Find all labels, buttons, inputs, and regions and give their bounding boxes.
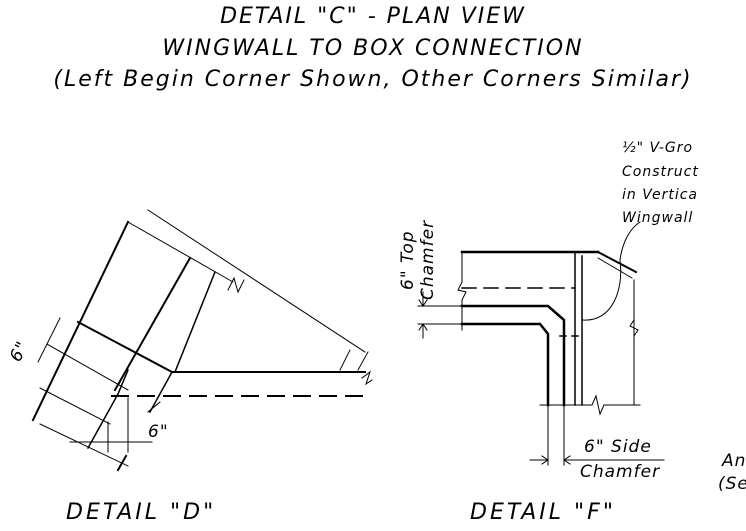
detail-f-inner-corner [460, 304, 566, 407]
detail-f-arrowhead-3 [541, 455, 549, 465]
detail-d-dim-ext-1 [37, 317, 61, 363]
detail-d-dim-line [46, 343, 129, 391]
detail-d-dim-end [116, 454, 128, 472]
detail-d-chamfer-short [117, 369, 129, 395]
detail-d-extension-line [147, 209, 366, 353]
detail-d-chamfer-line [148, 370, 174, 414]
detail-d-inner-lower [86, 392, 120, 450]
detail-f-top-chamfer [596, 250, 638, 274]
detail-d-dim-line-2 [39, 387, 111, 425]
detail-d-caption: DETAIL "D" [66, 500, 217, 525]
detail-f-linework [417, 221, 665, 466]
note-line-4: Wingwall [622, 210, 694, 226]
right-note-line-2: (Se [718, 474, 746, 494]
detail-d-break-symbol [227, 276, 245, 294]
detail-f-side-chamfer-label-1: 6" Side [584, 437, 652, 457]
detail-f-top-chamfer-label-2: Chamfer [418, 219, 438, 300]
detail-d-dim-label-b: 6" [148, 422, 169, 442]
title-line-1: DETAIL "C" - PLAN VIEW [220, 4, 526, 29]
detail-d-joint-line [76, 320, 174, 374]
detail-f-caption: DETAIL "F" [470, 500, 616, 525]
detail-d-tick-2 [357, 351, 369, 371]
note-line-1: ½" V-Gro [622, 140, 694, 156]
detail-d-linework [31, 209, 373, 472]
detail-d-dim-line-3 [39, 423, 129, 467]
note-line-2: Construct [622, 164, 699, 180]
detail-d-break-edge [174, 271, 216, 373]
detail-d-tick [339, 349, 351, 371]
detail-d-wingwall-inner-edge [113, 256, 192, 392]
title-line-2: WINGWALL TO BOX CONNECTION [162, 36, 584, 61]
detail-f-callout-leader [582, 221, 641, 321]
detail-f-inner-corner-2 [460, 322, 550, 407]
detail-f-right-break [629, 319, 639, 337]
detail-d-wingwall-left-edge [31, 220, 130, 422]
detail-f-arrowhead-4 [563, 455, 571, 465]
detail-d-leader [147, 401, 161, 413]
detail-f-top-chamfer-label-1: 6" Top [398, 230, 418, 290]
detail-f-arrowhead-1 [418, 299, 428, 307]
detail-d-break-symbol-2 [361, 370, 373, 386]
right-note-line-1: An [722, 451, 746, 471]
note-line-3: in Vertica [622, 187, 698, 203]
detail-f-side-chamfer-label-2: Chamfer [580, 462, 661, 482]
detail-f-arrowhead-2 [418, 323, 428, 331]
detail-f-left-break-symbol [457, 281, 467, 301]
detail-f-bottom-break [591, 394, 605, 416]
detail-f-top-chamfer-2 [597, 257, 633, 279]
title-line-3: (Left Begin Corner Shown, Other Corners … [53, 67, 693, 92]
